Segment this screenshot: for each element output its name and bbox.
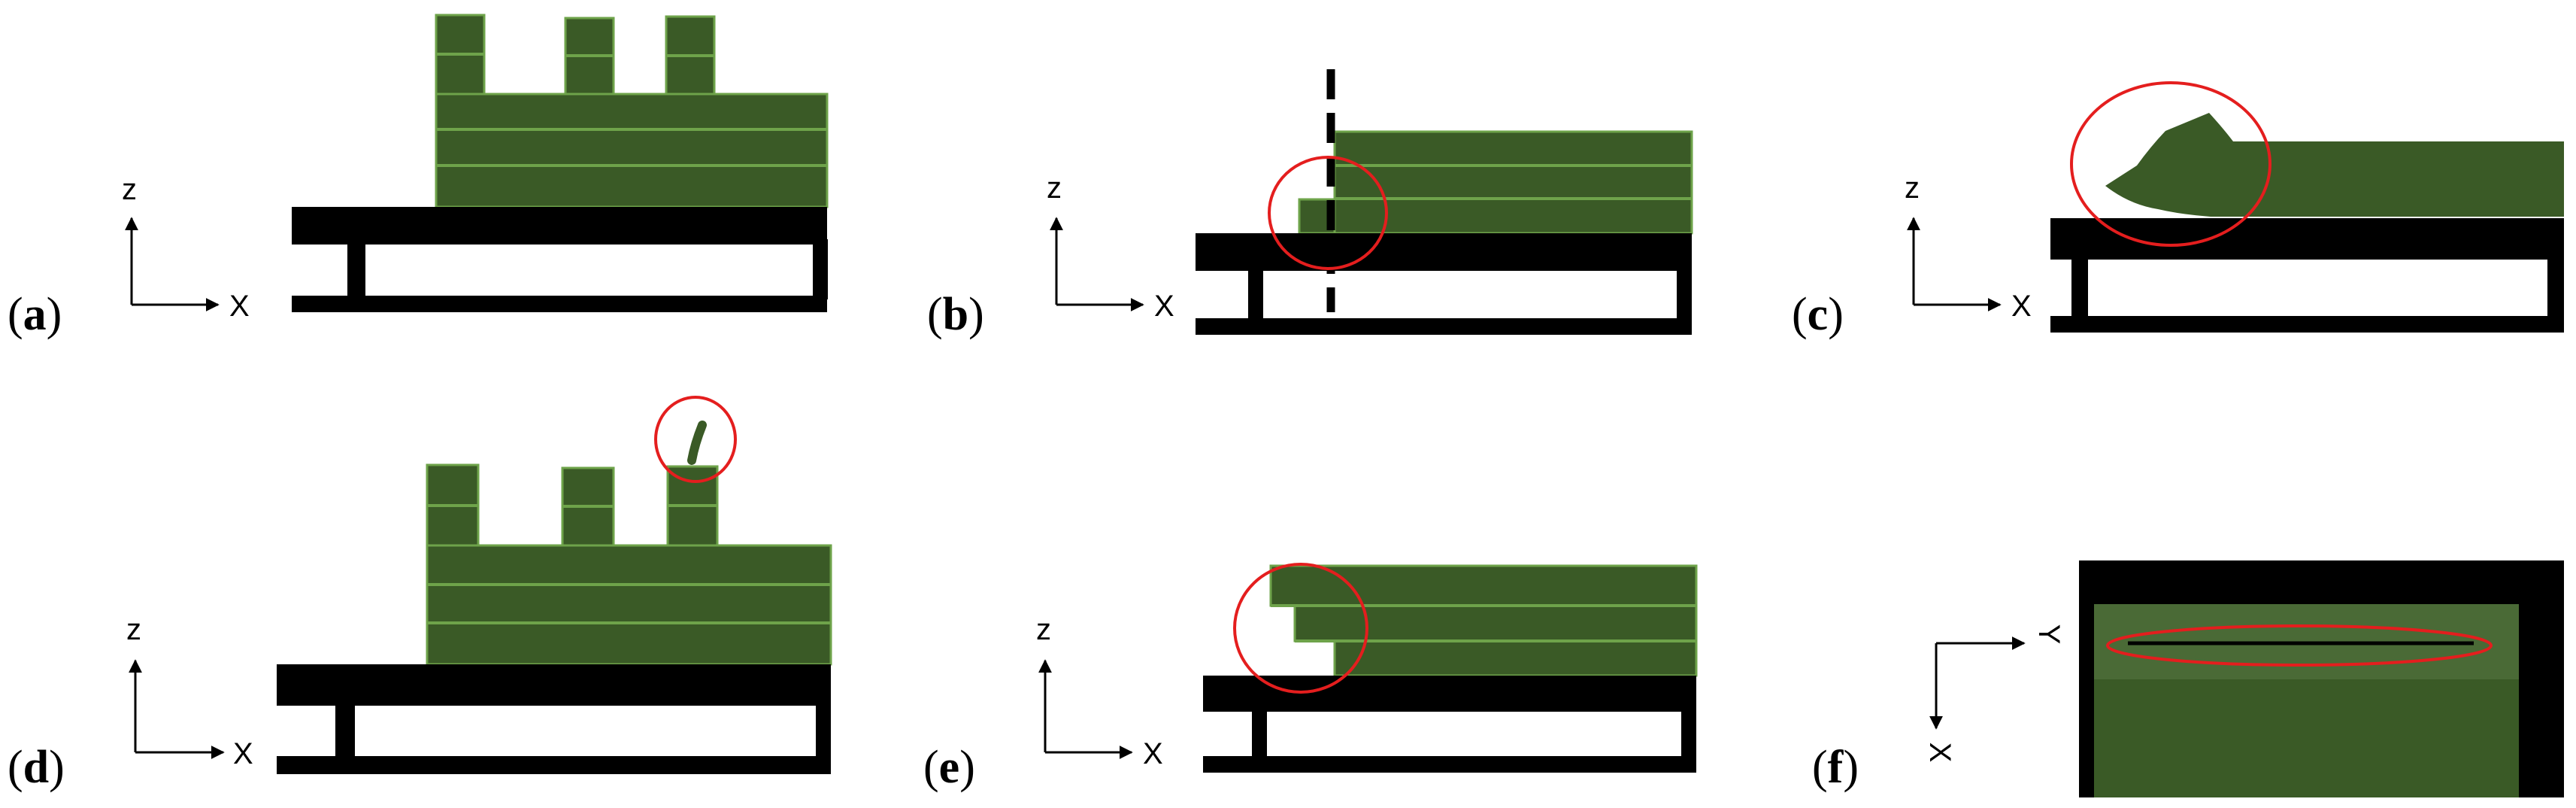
panel-a: z X (a) — [8, 14, 829, 340]
panel-e: z X (e) — [923, 563, 1698, 793]
highlight-circle — [1233, 563, 1368, 694]
printed-part — [1269, 564, 1698, 677]
highlight-circle — [2070, 81, 2271, 247]
axis-label-horizontal: Y — [2032, 624, 2065, 645]
highlight-circle — [1268, 156, 1388, 270]
axis-indicator: z X — [1036, 613, 1163, 770]
printed-part — [2105, 113, 2564, 217]
stringing-filament — [687, 421, 707, 465]
axis-label-vertical: z — [1047, 172, 1062, 205]
axis-label-vertical: z — [1905, 172, 1920, 205]
base-layers — [426, 544, 832, 666]
build-platform — [292, 207, 828, 312]
panel-f: Y X (f) — [1812, 560, 2564, 797]
printed-part — [426, 421, 832, 666]
panel-label: (c) — [1792, 289, 1844, 340]
build-platform — [2050, 218, 2564, 333]
axis-label-vertical: z — [1036, 613, 1051, 646]
highlight-circle — [654, 396, 737, 483]
shifted-layers — [1333, 130, 1693, 235]
axis-label-horizontal: X — [229, 290, 250, 323]
build-platform — [1196, 233, 1692, 335]
axis-indicator: Y X — [1923, 624, 2065, 763]
warped-layers — [2105, 113, 2564, 217]
panel-d: z X (d) — [8, 396, 832, 793]
panel-label: (a) — [8, 289, 62, 340]
panel-c: z X (c) — [1792, 81, 2564, 340]
panel-label: (d) — [8, 742, 65, 793]
axis-indicator: z X — [1905, 172, 2032, 323]
axis-indicator: z X — [122, 173, 250, 323]
offset-layers — [1269, 564, 1698, 677]
panel-label: (e) — [923, 742, 975, 793]
axis-label-vertical: z — [126, 613, 141, 646]
panel-label: (b) — [927, 289, 984, 340]
axis-label-vertical: X — [1923, 743, 1956, 763]
printed-part — [1298, 130, 1693, 235]
axis-label-horizontal: X — [1143, 737, 1163, 770]
build-platform — [1203, 676, 1696, 773]
axis-indicator: z X — [126, 613, 253, 770]
axis-label-horizontal: X — [233, 737, 253, 770]
axis-label-horizontal: X — [1154, 290, 1174, 323]
panel-b: z X (b) — [927, 69, 1693, 340]
base-layers — [435, 93, 829, 208]
panel-label: (f) — [1812, 742, 1859, 793]
axis-indicator: z X — [1047, 172, 1174, 323]
axis-label-vertical: z — [122, 173, 137, 206]
highlight-ellipse — [2106, 624, 2493, 667]
build-platform — [277, 664, 831, 774]
axis-label-horizontal: X — [2011, 290, 2032, 323]
printed-part — [435, 14, 829, 208]
